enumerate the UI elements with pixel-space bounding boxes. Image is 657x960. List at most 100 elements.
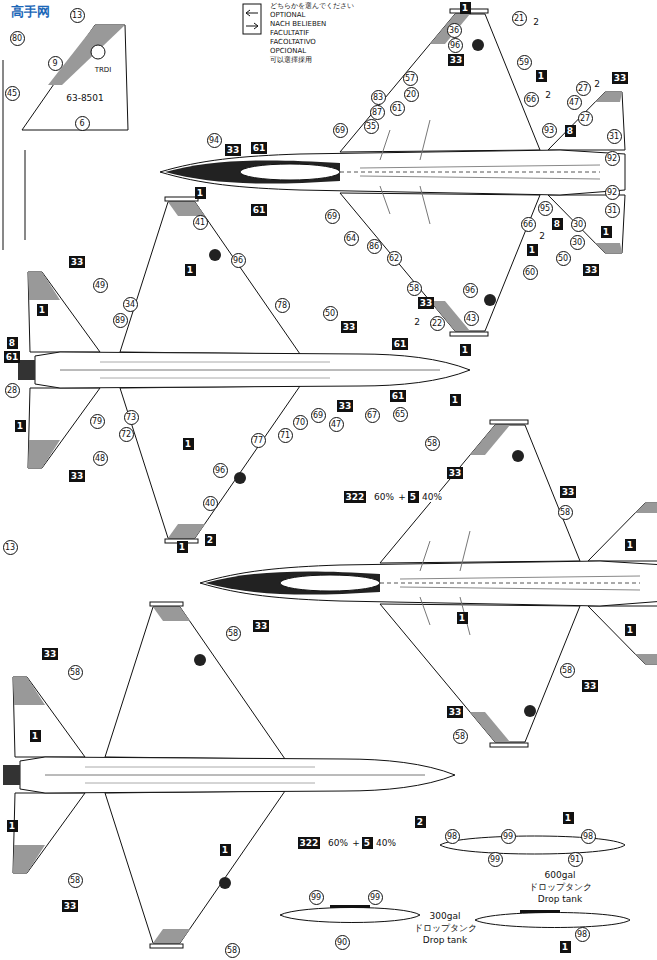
callout-number: 73 (124, 410, 139, 425)
color-code: 61 (251, 142, 268, 154)
color-code: 33 (42, 648, 59, 660)
color-code: 1 (185, 264, 196, 276)
callout-number: 58 (425, 436, 440, 451)
callout-number: 58 (558, 505, 573, 520)
color-code: 1 (183, 438, 194, 450)
note-text: 2 (413, 317, 421, 327)
color-code: 33 (418, 297, 435, 309)
callout-number: 92 (605, 185, 620, 200)
note-text: 60% (373, 492, 395, 502)
color-code: 1 (601, 226, 612, 238)
color-code: 33 (225, 144, 242, 156)
callout-number: 65 (393, 407, 408, 422)
callout-number: 62 (387, 251, 402, 266)
callout-number: 95 (538, 201, 553, 216)
callout-number: 78 (275, 298, 290, 313)
color-code: 1 (220, 844, 231, 856)
color-code: 1 (527, 244, 538, 256)
callout-number: 48 (93, 451, 108, 466)
logo-text: TRDI (95, 66, 112, 74)
color-code: 2 (205, 534, 216, 546)
color-code: 1 (15, 420, 26, 432)
option-note: OPTIONAL (270, 11, 306, 19)
callout-number: 27 (578, 111, 593, 126)
callout-number: 96 (213, 463, 228, 478)
callout-number: 13 (3, 540, 18, 555)
note-text: 600gal (544, 870, 577, 880)
callout-number: 58 (453, 729, 468, 744)
color-code: 61 (4, 351, 21, 363)
color-code: 1 (177, 541, 188, 553)
color-code: 33 (583, 264, 600, 276)
callout-number: 67 (365, 408, 380, 423)
color-code: 33 (253, 620, 270, 632)
callout-number: 96 (231, 253, 246, 268)
callout-number: 58 (226, 626, 241, 641)
color-code: 33 (448, 54, 465, 66)
callout-number: 79 (90, 414, 105, 429)
callout-number: 31 (605, 203, 620, 218)
color-code: 33 (62, 900, 79, 912)
callout-number: 59 (517, 55, 532, 70)
callout-number: 96 (448, 38, 463, 53)
callout-number: 96 (463, 283, 478, 298)
callout-number: 80 (10, 31, 25, 46)
callout-number: 58 (68, 665, 83, 680)
note-text: Drop tank (422, 935, 468, 945)
callout-number: 70 (293, 415, 308, 430)
callout-number: 49 (93, 278, 108, 293)
callout-number: 66 (524, 92, 539, 107)
note-text: 40% (421, 492, 443, 502)
callout-number: 89 (113, 313, 128, 328)
callout-number: 45 (5, 86, 20, 101)
color-code: 1 (563, 812, 574, 824)
option-note: NACH BELIEBEN (270, 20, 326, 28)
callout-number: 72 (119, 427, 134, 442)
callout-number: 64 (344, 231, 359, 246)
option-note: どちらかを選んでください (270, 2, 354, 10)
color-code: 61 (392, 338, 409, 350)
callout-number: 91 (568, 852, 583, 867)
note-text: 2 (593, 79, 601, 89)
callout-number: 99 (368, 890, 383, 905)
color-code: 5 (362, 837, 373, 849)
color-code: 61 (390, 390, 407, 402)
callout-number: 6 (75, 116, 90, 131)
note-text: 40% (375, 838, 397, 848)
color-code: 33 (69, 256, 86, 268)
color-code: 8 (7, 337, 18, 349)
option-note: OPCIONAL (270, 47, 306, 55)
callout-number: 69 (333, 123, 348, 138)
callout-number: 60 (523, 265, 538, 280)
callout-number: 58 (225, 943, 240, 958)
callout-number: 22 (430, 316, 445, 331)
callout-number: 69 (325, 209, 340, 224)
color-code: 33 (69, 470, 86, 482)
callout-number: 86 (367, 239, 382, 254)
callout-number: 71 (278, 428, 293, 443)
callout-number: 92 (605, 151, 620, 166)
callout-number: 98 (575, 927, 590, 942)
callout-number: 94 (207, 133, 222, 148)
callout-number: 90 (335, 935, 350, 950)
color-code: 1 (457, 612, 468, 624)
callout-number: 40 (203, 496, 218, 511)
note-text: 2 (538, 231, 546, 241)
option-note: FACULTATIF (270, 29, 309, 37)
color-code: 1 (625, 624, 636, 636)
color-code: 1 (30, 730, 41, 742)
callout-number: 31 (607, 129, 622, 144)
callout-number: 58 (560, 663, 575, 678)
callout-number: 87 (370, 105, 385, 120)
note-text: 300gal (429, 911, 462, 921)
color-code: 1 (625, 539, 636, 551)
color-code: 33 (560, 486, 577, 498)
callout-number: 99 (309, 890, 324, 905)
note-text: 2 (544, 90, 552, 100)
note-text: 63-8501 (65, 93, 105, 103)
note-text: Drop tank (537, 894, 583, 904)
color-code: 1 (450, 394, 461, 406)
color-code: 1 (460, 2, 471, 14)
note-text: 2 (532, 17, 540, 27)
